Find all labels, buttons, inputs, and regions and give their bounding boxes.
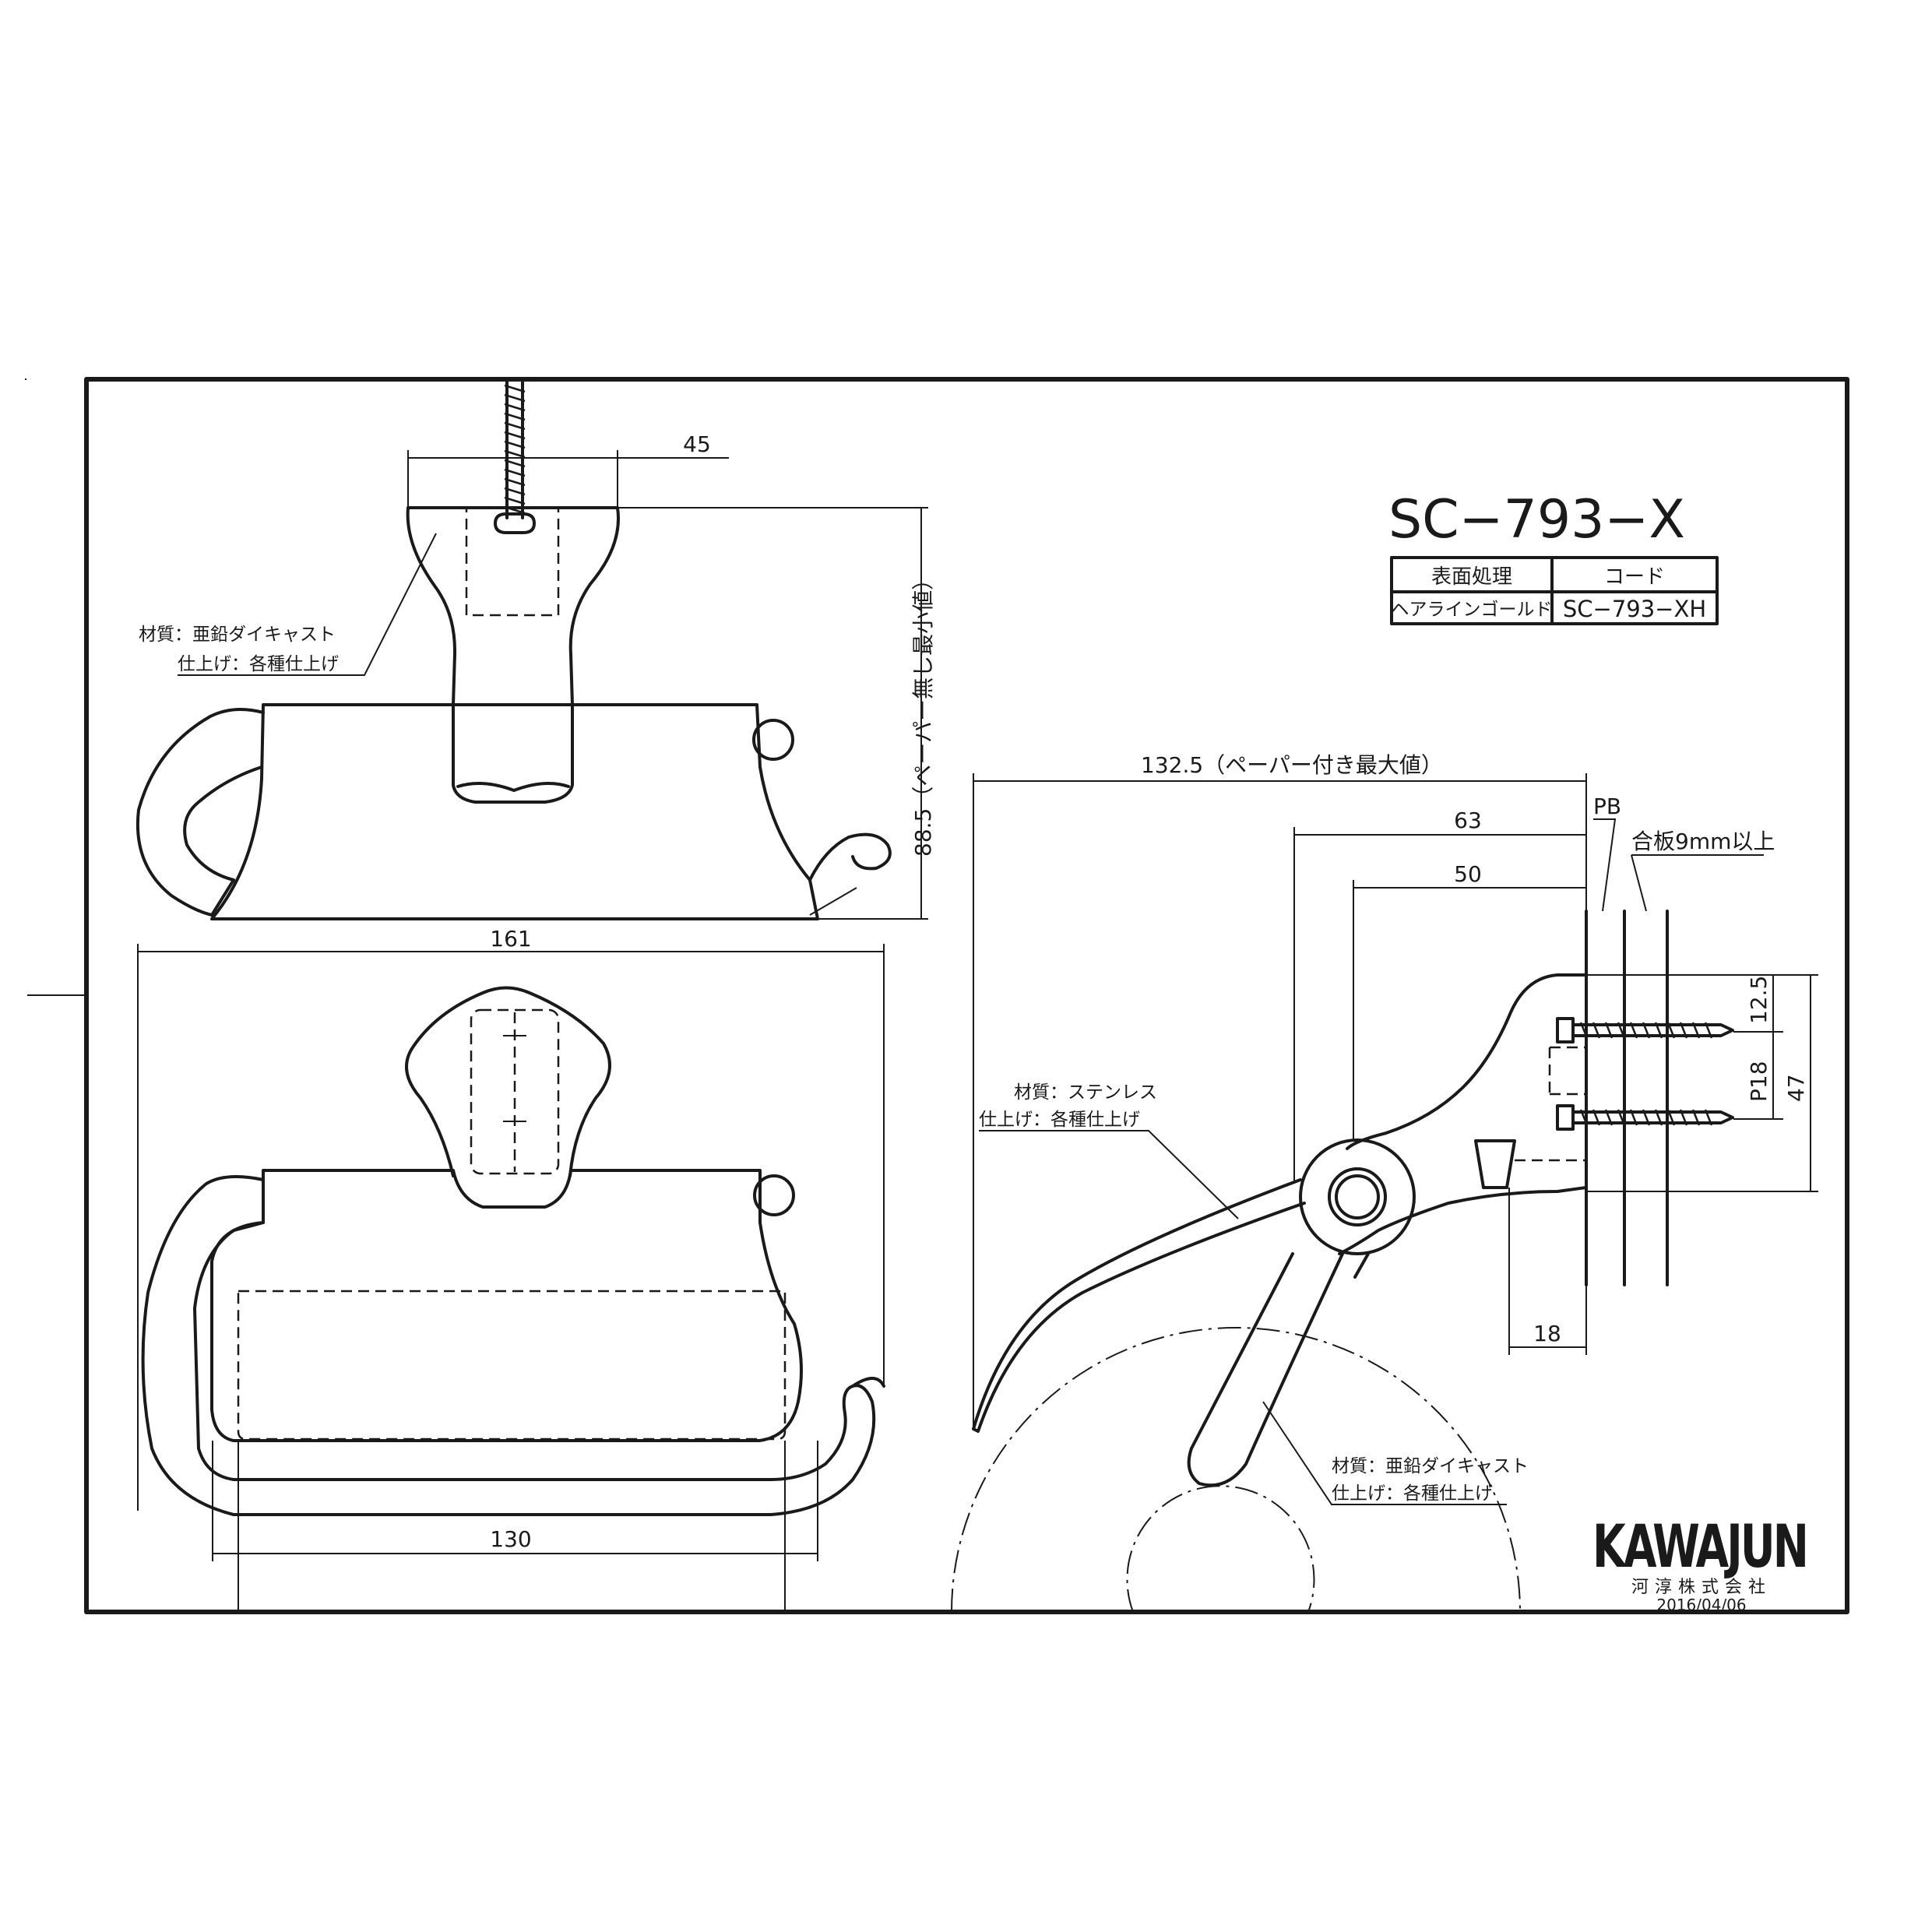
drawing-frame bbox=[84, 377, 1849, 1614]
drawing-date: 2016/04/06 bbox=[1656, 1596, 1746, 1614]
top-note: 材質：亜鉛ダイキャスト 仕上げ：各種仕上げ bbox=[139, 533, 437, 676]
top-finish-note: 仕上げ：各種仕上げ bbox=[178, 654, 339, 674]
dim-63: 63 bbox=[1454, 808, 1482, 833]
roller-material-note: 材質：亜鉛ダイキャスト bbox=[1332, 1456, 1529, 1476]
top-view bbox=[135, 378, 892, 920]
side-screw-lower bbox=[1556, 1104, 1734, 1131]
model-number: SC−793−X bbox=[1388, 489, 1685, 551]
roller-finish-note: 仕上げ：各種仕上げ bbox=[1332, 1483, 1493, 1504]
dim-130: 130 bbox=[490, 1526, 531, 1552]
label-pb: PB bbox=[1593, 794, 1621, 819]
table-cell-finish: ヘアラインゴールド bbox=[1392, 600, 1553, 620]
dim-161: 161 bbox=[490, 926, 531, 952]
top-dimensions: 45 88.5（ペーパー無し最小値） bbox=[407, 431, 936, 920]
dim-132-5: 132.5（ペーパー付き最大値） bbox=[1141, 752, 1443, 778]
table-header-code: コード bbox=[1604, 565, 1665, 589]
title-block: SC−793−X 表面処理 コード ヘアラインゴールド SC−793−XH bbox=[1388, 489, 1719, 625]
side-screw-upper bbox=[1556, 1017, 1734, 1043]
dim-47: 47 bbox=[1783, 1074, 1809, 1102]
front-dimensions: 161 130 bbox=[137, 926, 885, 1561]
label-plywood: 合板9mm以上 bbox=[1631, 829, 1775, 854]
dim-88-5: 88.5（ペーパー無し最小値） bbox=[910, 568, 936, 857]
side-dimensions: 132.5（ペーパー付き最大値） 63 50 PB 合板9mm以上 12.5 P… bbox=[973, 752, 1818, 1429]
arm-material-note: 材質：ステンレス bbox=[1014, 1082, 1157, 1103]
company-block: KAWAJUN 河淳株式会社 2016/04/06 bbox=[1592, 1511, 1810, 1614]
company-logo: KAWAJUN bbox=[1592, 1511, 1807, 1581]
company-name: 河淳株式会社 bbox=[1631, 1578, 1772, 1597]
dim-18: 18 bbox=[1533, 1321, 1561, 1346]
dim-45: 45 bbox=[683, 431, 711, 457]
top-material-note: 材質：亜鉛ダイキャスト bbox=[139, 625, 336, 645]
top-screw bbox=[494, 378, 536, 534]
dim-p18: P18 bbox=[1746, 1061, 1772, 1102]
dim-50: 50 bbox=[1454, 861, 1482, 887]
front-view bbox=[141, 986, 885, 1612]
table-header-finish: 表面処理 bbox=[1431, 565, 1512, 589]
side-notes: 材質：ステンレス 仕上げ：各種仕上げ 材質：亜鉛ダイキャスト 仕上げ：各種仕上げ bbox=[979, 1082, 1529, 1505]
table-cell-code: SC−793−XH bbox=[1563, 596, 1706, 622]
side-view bbox=[951, 910, 1734, 1613]
dim-12-5: 12.5 bbox=[1746, 976, 1772, 1024]
arm-finish-note: 仕上げ：各種仕上げ bbox=[979, 1110, 1140, 1130]
